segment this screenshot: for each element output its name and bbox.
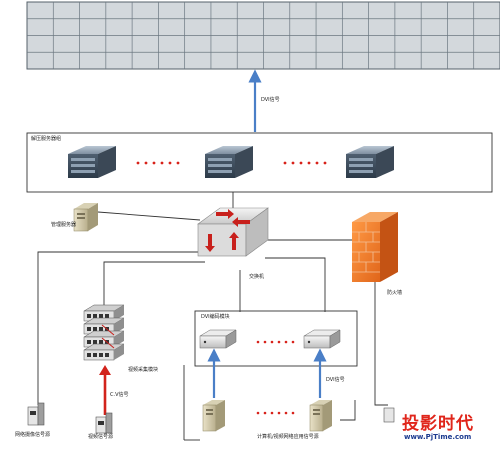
- label-computer-source: 计算机/视频网络应用信号源: [257, 434, 319, 440]
- watermark-url: www.PjTime.com: [404, 433, 472, 441]
- watermark-logo-text: 投影时代: [402, 414, 474, 434]
- label-video-capture-module: 视频采集模块: [128, 367, 159, 373]
- ellipsis-dots-3: [256, 340, 295, 344]
- label-cvbs-signal: C.V信号: [110, 392, 129, 398]
- label-switch: 交换机: [249, 274, 265, 280]
- cvbs-arrowhead: [99, 365, 111, 375]
- label-analog-video-source: 视频信号源: [88, 434, 114, 440]
- label-management-server: 管理服务器: [51, 222, 77, 228]
- connection-lines: [37, 192, 388, 441]
- dvi-encoder-1: [199, 329, 237, 349]
- label-server-group: 解压服务器组: [31, 136, 62, 142]
- network-camera-source: [27, 402, 45, 426]
- label-network-monitor-source: 网络摄像信号源: [15, 432, 51, 438]
- video-capture-module: [83, 304, 125, 361]
- label-dvi-encoder-module: DVI编码模块: [201, 314, 230, 320]
- ellipsis-dots-2: [283, 161, 327, 165]
- switch: [197, 207, 269, 257]
- computer-source-1: [202, 400, 225, 432]
- firewall: [352, 212, 398, 282]
- dvi-encoder-2: [303, 329, 341, 349]
- label-firewall: 防火墙: [387, 290, 403, 296]
- network-device-small: [383, 407, 395, 423]
- computer-source-2: [309, 400, 332, 432]
- label-dvi-signal-right: DVI信号: [326, 377, 345, 383]
- server-group-frame: [26, 132, 493, 193]
- dvi-encoder-frame: [194, 310, 358, 367]
- decompression-server-2: [205, 146, 253, 178]
- analog-video-source: [95, 412, 113, 434]
- management-server: [73, 203, 98, 232]
- label-dvi-signal-top: DVI信号: [261, 97, 280, 103]
- ellipsis-dots-1: [136, 161, 180, 165]
- video-wall: [26, 1, 500, 70]
- ellipsis-dots-4: [256, 411, 295, 415]
- decompression-server-1: [68, 146, 116, 178]
- decompression-server-3: [346, 146, 394, 178]
